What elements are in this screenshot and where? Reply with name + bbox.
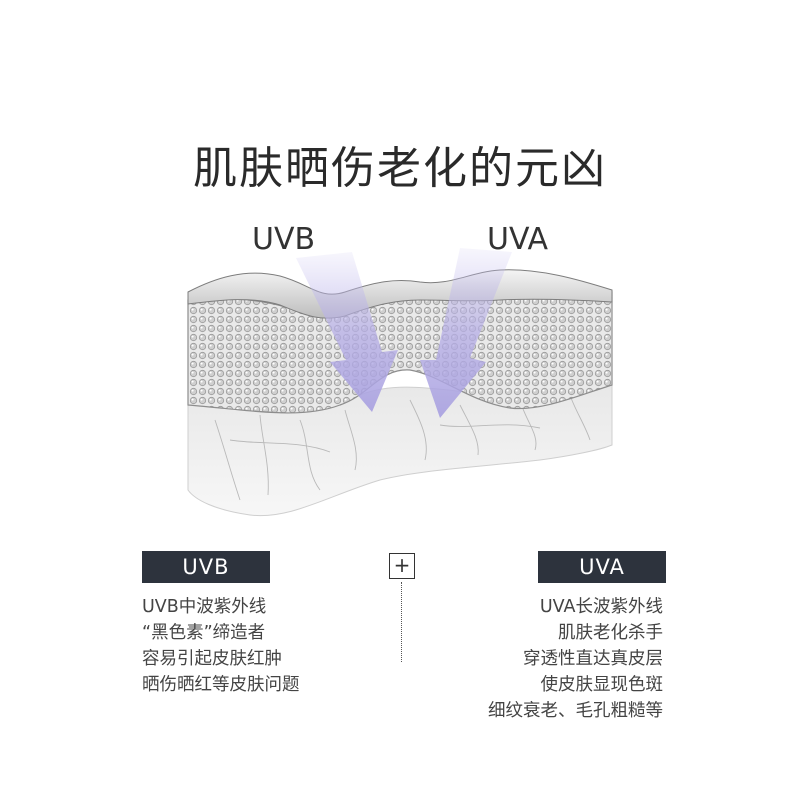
uvb-badge: UVB [142,551,270,583]
uva-line: 使皮肤显现色斑 [540,675,664,695]
uva-line: 细纹衰老、毛孔粗糙等 [488,701,663,721]
uvb-line: 容易引起皮肤红肿 [142,649,282,669]
uva-line: 穿透性直达真皮层 [523,649,663,669]
uva-description: UVA长波紫外线 肌肤老化杀手 穿透性直达真皮层 使皮肤显现色斑 细纹衰老、毛孔… [488,594,663,724]
uvb-line: UVB中波紫外线 [142,597,267,617]
uvb-ray [296,252,398,412]
uvb-line: 晒伤晒红等皮肤问题 [142,675,300,695]
uvb-ray-label: UVB [252,222,316,257]
uvb-line: “黑色素”缔造者 [142,623,266,643]
plus-icon: + [389,553,415,579]
page-title: 肌肤晒伤老化的元凶 [193,143,607,194]
uva-line: 肌肤老化杀手 [558,623,663,643]
uva-line: UVA长波紫外线 [539,597,663,617]
uva-ray [420,248,512,418]
uvb-description: UVB中波紫外线 “黑色素”缔造者 容易引起皮肤红肿 晒伤晒红等皮肤问题 [142,594,300,698]
uva-badge: UVA [538,551,666,583]
dotted-divider [401,582,402,662]
